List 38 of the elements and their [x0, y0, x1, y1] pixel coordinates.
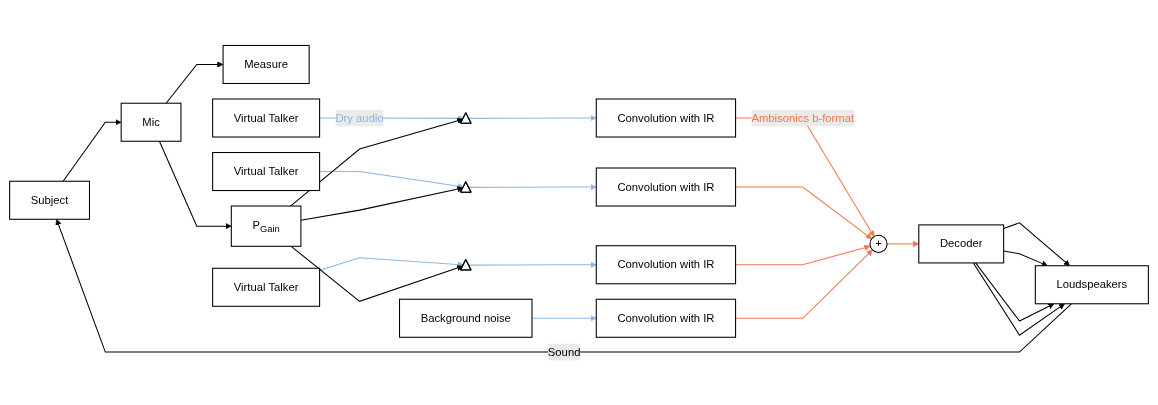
node-box: Convolution with IR	[595, 167, 737, 207]
arrow	[55, 218, 1072, 353]
node-box: Loudspeakers	[1034, 264, 1149, 304]
arrow	[319, 170, 464, 189]
node-box: Convolution with IR	[595, 298, 737, 338]
node-box: Decoder	[918, 223, 1005, 263]
arrow	[165, 60, 224, 104]
node-box: Virtual Talker	[212, 151, 321, 191]
node-box: Measure	[222, 44, 310, 84]
arrow	[735, 249, 873, 319]
arrow	[300, 185, 464, 221]
node-box: Convolution with IR	[595, 97, 737, 138]
arrow	[531, 314, 597, 321]
arrow	[735, 186, 872, 239]
edge-label: Dry audio	[335, 111, 384, 124]
edge-label: Ambisonics b-format	[751, 111, 855, 124]
node-box: Background noise	[399, 298, 533, 338]
arrow	[1003, 221, 1070, 266]
arrow	[319, 256, 464, 271]
arrow	[289, 117, 464, 207]
node-box: Virtual Talker	[212, 97, 321, 138]
node-box: Mic	[120, 102, 182, 142]
arrow	[158, 140, 232, 229]
node-circle: +	[869, 234, 888, 253]
arrow	[468, 183, 597, 190]
node-box: Virtual Talker	[212, 267, 321, 307]
arrow	[975, 261, 1055, 322]
arrow	[1003, 250, 1048, 266]
edge-label: Sound	[547, 345, 581, 358]
arrow	[972, 261, 1065, 336]
arrow	[290, 245, 464, 302]
node-box: Subject	[9, 180, 90, 220]
arrow	[735, 244, 871, 265]
arrow	[62, 118, 122, 182]
node-box: Convolution with IR	[595, 244, 737, 284]
arrow	[468, 114, 597, 121]
arrow	[468, 261, 597, 268]
node-box: P$_{Gain}$	[230, 205, 302, 247]
